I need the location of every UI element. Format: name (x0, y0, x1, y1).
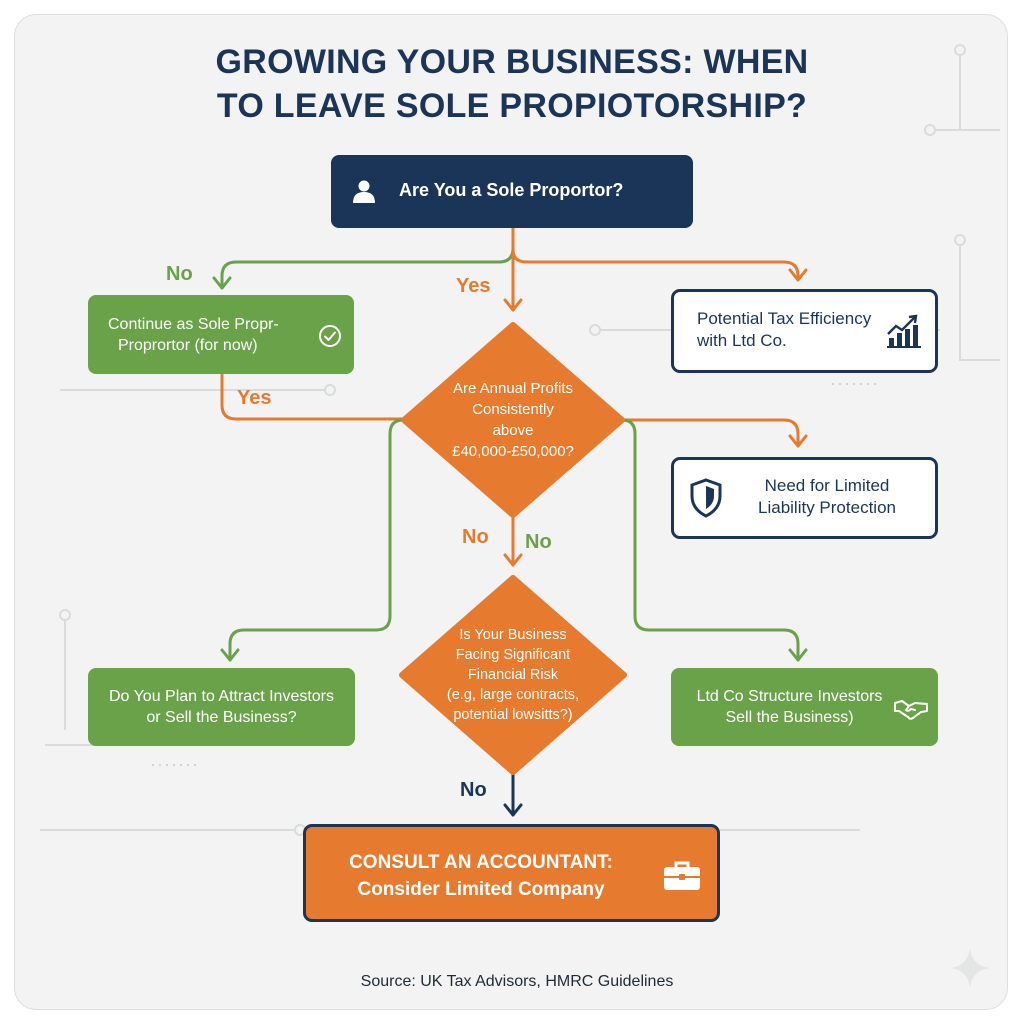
profits-line-1: Are Annual Profits (452, 380, 574, 397)
start-node: Are You a Sole Proportor? (331, 155, 693, 228)
risk-line-3: Financial Risk (467, 667, 559, 683)
label-no-left: No (166, 263, 193, 285)
profits-line-3: above (492, 422, 534, 439)
investors-question-box: Do You Plan to Attract Investors or Sell… (88, 668, 355, 746)
arrowhead-tax (788, 268, 808, 282)
arrowhead-consult (503, 803, 523, 817)
investors-box-line-2: or Sell the Business? (146, 709, 297, 726)
continue-box-line-1: Continue as Sole Propr- (108, 315, 279, 333)
connector-profits-to-liability (618, 418, 800, 448)
liability-box-line-2: Liability Protection (758, 498, 896, 517)
ltd-box-line-1: Ltd Co Structure Investors (696, 688, 883, 705)
ltd-structure-box: Ltd Co Structure Investors Sell the Busi… (671, 668, 938, 746)
arrowhead-continue (212, 276, 232, 290)
risk-line-4: (e.g, large contracts, (446, 687, 580, 703)
briefcase-icon (664, 861, 700, 890)
profits-decision-diamond (401, 322, 625, 518)
connector-start-to-tax (511, 226, 800, 282)
bar-chart-growth-icon (887, 314, 921, 348)
profits-decision-text: Are Annual Profits Consistently above £4… (425, 375, 601, 465)
tax-box-line-1: Potential Tax Efficiency (697, 309, 872, 328)
tax-efficiency-box: Potential Tax Efficiency with Ltd Co. (671, 289, 938, 373)
risk-decision-diamond (399, 575, 627, 775)
arrowhead-risk (503, 553, 523, 567)
continue-box-line-2: Proprortor (for now) (118, 336, 258, 354)
connector-profits-to-ltd (618, 418, 800, 662)
arrowhead-ltd (788, 648, 808, 662)
connector-profits-to-investors (228, 418, 407, 662)
risk-decision-text: Is Your Business Facing Significant Fina… (423, 622, 603, 728)
arrowhead-profits (503, 298, 523, 312)
continue-sole-proprietor-box: Continue as Sole Propr- Proprortor (for … (88, 295, 354, 374)
label-no-green: No (525, 531, 552, 553)
risk-line-2: Facing Significant (455, 647, 571, 663)
start-node-text: Are You a Sole Proportor? (399, 180, 624, 200)
label-no-bottom: No (460, 779, 487, 801)
shield-icon (690, 478, 722, 518)
source-note: Source: UK Tax Advisors, HMRC Guidelines (360, 973, 674, 990)
liability-box-line-1: Need for Limited (764, 476, 890, 495)
ltd-box-line-2: Sell the Business) (725, 709, 854, 726)
label-yes-left: Yes (237, 387, 272, 409)
risk-line-5: potential lowsitts?) (453, 707, 573, 723)
consult-box-line-1: CONSULT AN ACCOUNTANT: (349, 852, 613, 873)
investors-box-line-1: Do You Plan to Attract Investors (108, 688, 335, 705)
title-line-2: TO LEAVE SOLE PROPIOTORSHIP? (216, 87, 808, 125)
connector-continue-to-profits (220, 373, 407, 421)
profits-line-2: Consistently (472, 401, 554, 418)
consult-box-line-2: Consider Limited Company (357, 879, 605, 900)
label-yes-center: Yes (456, 275, 491, 297)
risk-line-1: Is Your Business (459, 627, 567, 643)
person-icon (353, 180, 375, 203)
check-circle-icon (319, 325, 341, 347)
title-line-1: GROWING YOUR BUSINESS: WHEN (215, 43, 809, 81)
arrowhead-investors (220, 648, 240, 662)
tax-box-line-2: with Ltd Co. (697, 331, 787, 350)
label-no-orange: No (462, 526, 489, 548)
arrowhead-liability (788, 434, 808, 448)
liability-protection-box: Need for Limited Liability Protection (671, 457, 938, 539)
profits-line-4: £40,000-£50,000? (452, 443, 574, 460)
consult-accountant-box: CONSULT AN ACCOUNTANT: Consider Limited … (303, 824, 720, 922)
handshake-icon (894, 700, 928, 720)
page-title: GROWING YOUR BUSINESS: WHEN TO LEAVE SOL… (0, 40, 1024, 128)
sparkle-icon (950, 948, 990, 988)
